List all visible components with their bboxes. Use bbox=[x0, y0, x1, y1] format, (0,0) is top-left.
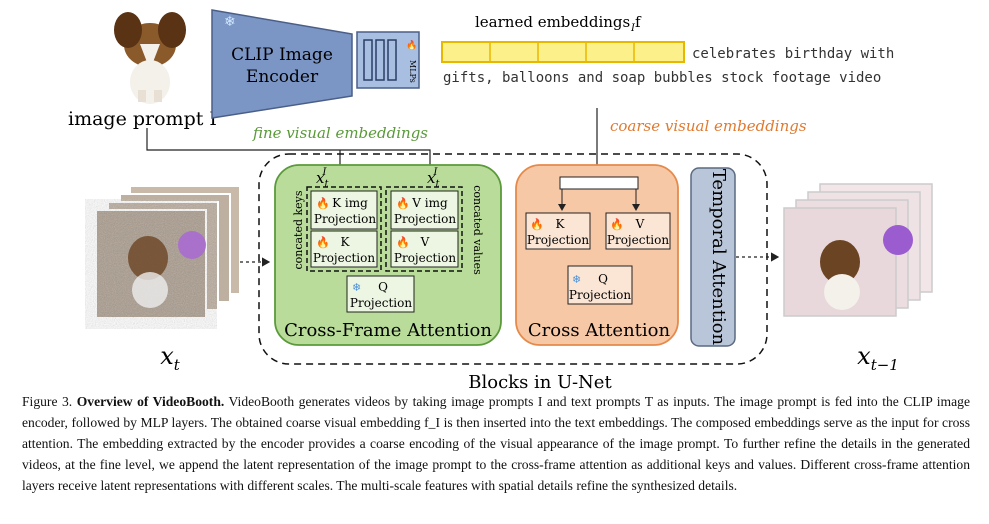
svg-text:Projection: Projection bbox=[313, 251, 375, 265]
composed-embedding bbox=[559, 176, 639, 190]
mlp-label: MLPs bbox=[408, 60, 417, 83]
image-prompt-dog bbox=[114, 12, 186, 104]
svg-text:Projection: Projection bbox=[394, 251, 456, 265]
concated-values-label: concated values bbox=[471, 185, 484, 275]
svg-text:🔥: 🔥 bbox=[530, 218, 544, 231]
snowflake-icon: ❄ bbox=[224, 14, 236, 30]
svg-text:Projection: Projection bbox=[394, 212, 456, 226]
figure-caption: Figure 3. Overview of VideoBooth. VideoB… bbox=[22, 391, 970, 496]
learned-embeddings-label: learned embeddings f bbox=[475, 13, 642, 31]
svg-text:Projection: Projection bbox=[607, 233, 669, 247]
unet-blocks-outline bbox=[258, 153, 768, 365]
svg-text:Projection: Projection bbox=[314, 212, 376, 226]
text-prompt-line2: gifts, balloons and soap bubbles stock f… bbox=[443, 70, 881, 86]
cross-frame-title: Cross-Frame Attention bbox=[284, 320, 492, 341]
blocks-label: Blocks in U-Net bbox=[468, 372, 612, 393]
caption-prefix: Figure 3. bbox=[22, 394, 77, 409]
svg-text:❄: ❄ bbox=[572, 273, 581, 286]
coarse-embeddings-label: coarse visual embeddings bbox=[610, 117, 807, 135]
cross-attention-block bbox=[515, 164, 679, 346]
xt-label: xt bbox=[160, 342, 181, 374]
svg-text:❄: ❄ bbox=[352, 281, 361, 294]
svg-text:Q: Q bbox=[378, 280, 388, 294]
clip-encoder-line2: Encoder bbox=[246, 67, 319, 87]
caption-bold: Overview of VideoBooth. bbox=[76, 394, 225, 409]
clip-encoder-block bbox=[211, 9, 353, 119]
temporal-attention-block bbox=[690, 167, 736, 347]
k-projection-cross: 🔥 K Projection bbox=[525, 212, 591, 250]
svg-text:K img: K img bbox=[332, 196, 368, 210]
svg-text:Projection: Projection bbox=[569, 288, 631, 302]
image-prompt-label: image prompt I bbox=[68, 108, 217, 130]
v-projection-cross: 🔥 V Projection bbox=[605, 212, 671, 250]
svg-text:V: V bbox=[635, 217, 645, 231]
learned-embeddings-sub: I bbox=[630, 23, 636, 34]
q-projection-frame: ❄ Q Projection bbox=[346, 275, 415, 313]
svg-text:🔥: 🔥 bbox=[610, 218, 624, 231]
learned-embeddings-bar bbox=[441, 41, 685, 63]
temporal-label: Temporal Attention bbox=[708, 169, 729, 346]
svg-text:K: K bbox=[556, 217, 566, 231]
v-projection-frame: 🔥 V Projection bbox=[390, 230, 459, 268]
k-img-projection: 🔥 K img Projection bbox=[310, 190, 378, 230]
xtI-right: xtI bbox=[427, 167, 440, 190]
svg-text:Q: Q bbox=[598, 272, 608, 286]
videobooth-diagram: image prompt I ❄ CLIP Image Encoder 🔥 ML… bbox=[68, 9, 933, 393]
svg-text:V: V bbox=[420, 235, 430, 249]
xt-noisy-frames bbox=[95, 185, 241, 319]
svg-text:🔥: 🔥 bbox=[396, 236, 410, 249]
mlp-block: 🔥 MLPs bbox=[356, 31, 420, 89]
cross-attention-title: Cross Attention bbox=[528, 320, 671, 341]
xt1-label: xt−1 bbox=[857, 342, 899, 374]
caption-body: VideoBooth generates videos by taking im… bbox=[22, 394, 970, 493]
svg-text:Projection: Projection bbox=[527, 233, 589, 247]
v-img-projection: 🔥 V img Projection bbox=[390, 190, 459, 230]
svg-text:🔥: 🔥 bbox=[316, 236, 330, 249]
clip-encoder-line1: CLIP Image bbox=[231, 45, 333, 65]
cross-frame-attention-block bbox=[274, 164, 502, 346]
concated-keys-label: concated keys bbox=[292, 190, 305, 269]
xtI-left: xtI bbox=[316, 167, 329, 190]
q-projection-cross: ❄ Q Projection bbox=[567, 265, 633, 305]
svg-text:V img: V img bbox=[411, 196, 448, 210]
k-projection-frame: 🔥 K Projection bbox=[310, 230, 378, 268]
text-prompt-line1: celebrates birthday with bbox=[692, 46, 894, 62]
keys-group bbox=[306, 186, 382, 272]
xt1-frames bbox=[783, 183, 933, 317]
fine-embeddings-label: fine visual embeddings bbox=[252, 124, 428, 142]
svg-text:🔥: 🔥 bbox=[316, 197, 330, 210]
mlp-fire-icon: 🔥 bbox=[406, 39, 417, 51]
svg-text:K: K bbox=[341, 235, 351, 249]
svg-text:Projection: Projection bbox=[350, 296, 412, 310]
svg-text:🔥: 🔥 bbox=[396, 197, 410, 210]
